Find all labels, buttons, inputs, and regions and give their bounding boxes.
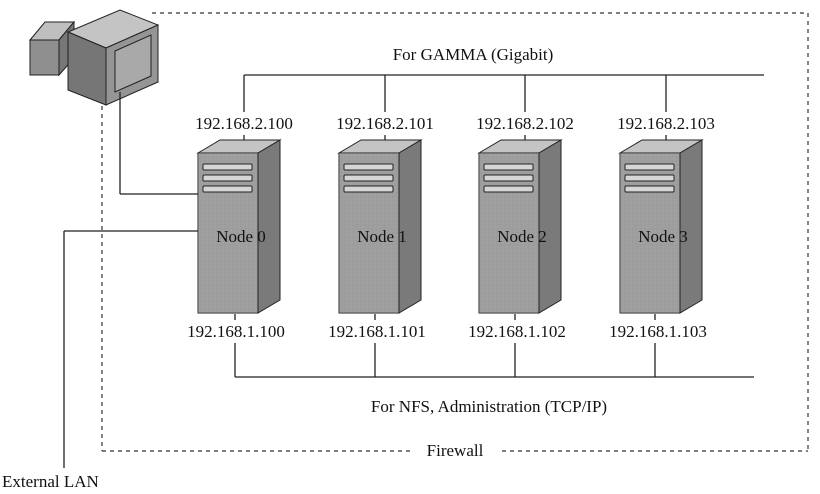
drive-bay <box>202 185 253 193</box>
nfs-ip-label: 192.168.1.101 <box>328 322 426 341</box>
gamma-ip-label: 192.168.2.102 <box>476 114 574 133</box>
drive-bay <box>624 174 675 182</box>
server-node-2: Node 2 192.168.2.102 192.168.1.102 <box>457 112 585 342</box>
firewall-label: Firewall <box>427 441 484 460</box>
server-node-1: Node 1 192.168.2.101 192.168.1.101 <box>317 112 445 342</box>
monitor-icon <box>28 9 160 106</box>
ip-label-bg <box>465 112 585 134</box>
ip-label-bg <box>598 320 718 342</box>
ip-label-bg <box>325 112 445 134</box>
node-name-label: Node 1 <box>357 227 407 246</box>
nfs-bus-label: For NFS, Administration (TCP/IP) <box>371 397 607 416</box>
nfs-ip-label: 192.168.1.103 <box>609 322 707 341</box>
drive-bay <box>483 163 534 171</box>
server-side-face <box>398 139 422 314</box>
drive-bay <box>624 163 675 171</box>
drive-bay <box>624 185 675 193</box>
server-node-0: Node 0 192.168.2.100 192.168.1.100 <box>176 112 304 342</box>
server-side-face <box>538 139 562 314</box>
ip-label-bg <box>184 112 304 134</box>
nfs-ip-label: 192.168.1.100 <box>187 322 285 341</box>
server-node-3: Node 3 192.168.2.103 192.168.1.103 <box>598 112 726 342</box>
drive-bay <box>202 163 253 171</box>
node-name-label: Node 3 <box>638 227 688 246</box>
ip-label-bg <box>606 112 726 134</box>
server-side-face <box>679 139 703 314</box>
server-side-face <box>257 139 281 314</box>
gamma-ip-label: 192.168.2.101 <box>336 114 434 133</box>
drive-bay <box>483 174 534 182</box>
ip-label-bg <box>317 320 437 342</box>
nfs-ip-label: 192.168.1.102 <box>468 322 566 341</box>
gamma-ip-label: 192.168.2.103 <box>617 114 715 133</box>
node-name-label: Node 0 <box>216 227 266 246</box>
external-lan-label: External LAN <box>2 472 99 491</box>
ip-label-bg <box>176 320 296 342</box>
drive-bay <box>343 163 394 171</box>
node-name-label: Node 2 <box>497 227 547 246</box>
drive-bay <box>343 174 394 182</box>
nfs-bus <box>234 314 754 378</box>
gamma-ip-label: 192.168.2.100 <box>195 114 293 133</box>
drive-bay <box>202 174 253 182</box>
nodes-layer: Node 0 192.168.2.100 192.168.1.100 Node 1 19… <box>176 112 726 342</box>
gamma-bus-label: For GAMMA (Gigabit) <box>393 45 554 64</box>
ip-label-bg <box>457 320 577 342</box>
drive-bay <box>483 185 534 193</box>
firewall-label-bg <box>412 440 498 462</box>
external-lan-link <box>63 230 198 468</box>
drive-bay <box>343 185 394 193</box>
